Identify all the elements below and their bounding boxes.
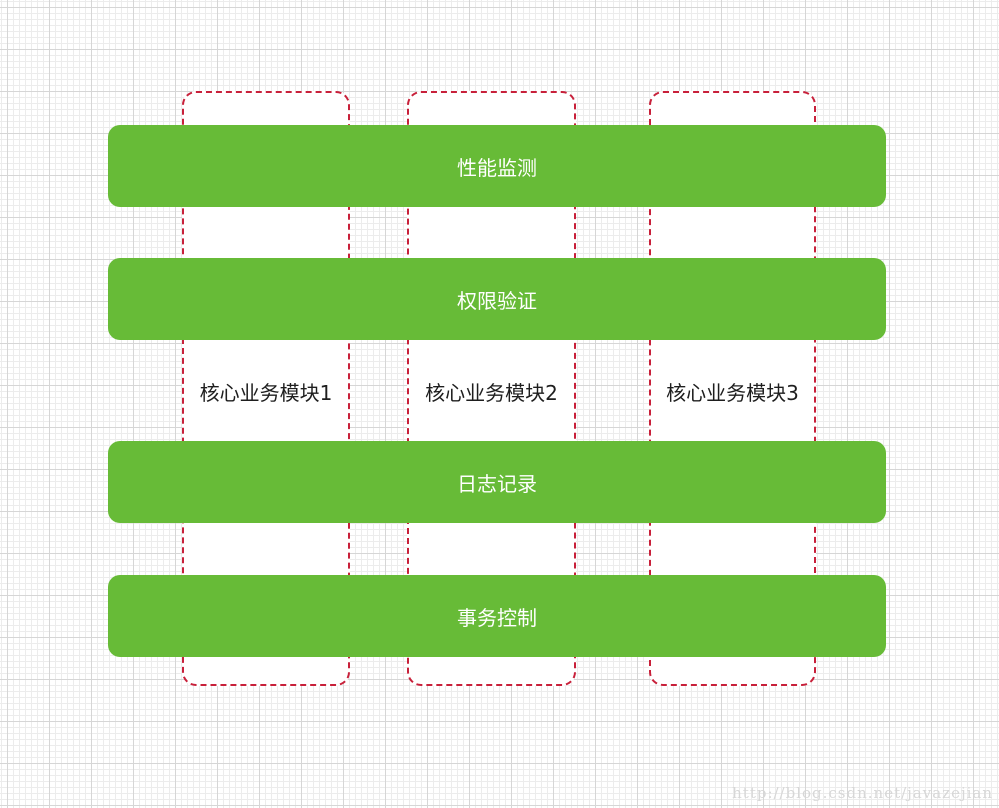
layer-transaction-control-label: 事务控制 (457, 605, 537, 630)
layer-permission-verification: 权限验证 (108, 258, 886, 340)
core-module-1-label: 核心业务模块1 (199, 381, 333, 405)
layer-performance-monitoring-label: 性能监测 (457, 155, 537, 180)
layer-permission-verification-label: 权限验证 (457, 288, 537, 313)
core-module-2-label: 核心业务模块2 (425, 381, 558, 405)
layer-logging: 日志记录 (108, 441, 886, 523)
watermark: http://blog.csdn.net/javazejian (732, 784, 993, 802)
core-module-3-label: 核心业务模块3 (666, 381, 799, 405)
layer-performance-monitoring: 性能监测 (108, 125, 886, 207)
layer-logging-label: 日志记录 (457, 471, 537, 496)
layer-transaction-control: 事务控制 (108, 575, 886, 657)
